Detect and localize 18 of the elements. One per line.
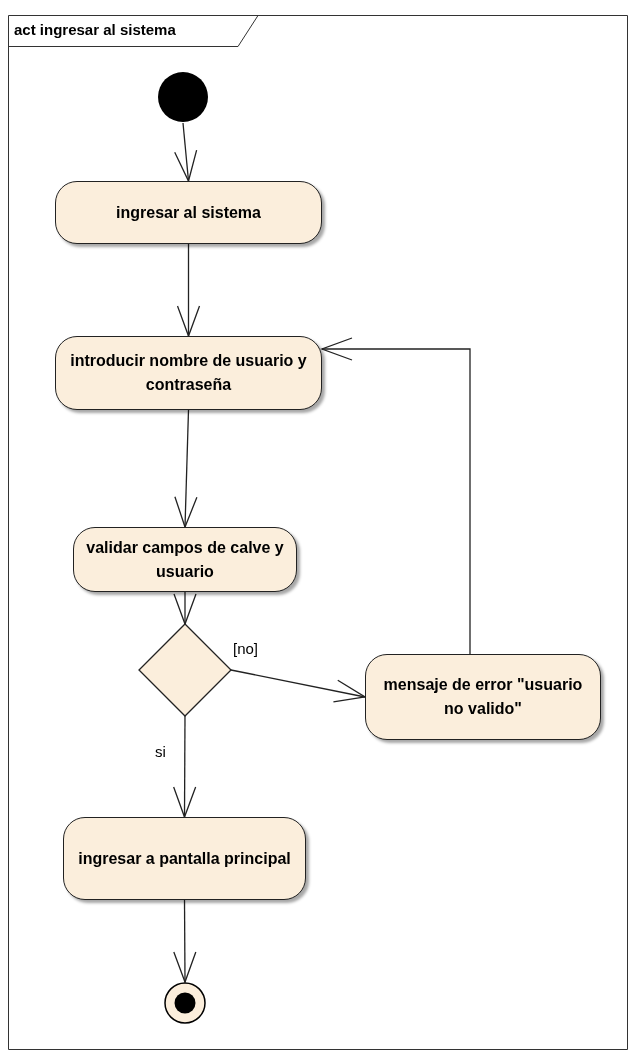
arrow	[173, 899, 197, 983]
arrow	[176, 243, 201, 337]
initial-node	[157, 71, 209, 123]
arrow	[230, 669, 366, 703]
arrow	[174, 409, 198, 528]
arrow	[174, 122, 198, 182]
action-box: ingresar a pantalla principal	[63, 817, 306, 900]
action-box: mensaje de error "usuario no valido"	[365, 654, 601, 740]
arrow	[173, 715, 197, 818]
frame-title: act ingresar al sistema	[14, 21, 176, 38]
arrow	[173, 591, 197, 625]
arrow	[321, 337, 471, 655]
edge-label: [no]	[233, 641, 259, 658]
action-box: validar campos de calve y usuario	[73, 527, 297, 592]
action-box: introducir nombre de usuario y contraseña	[55, 336, 322, 410]
decision-diamond	[139, 624, 231, 716]
action-box: ingresar al sistema	[55, 181, 322, 244]
final-node	[164, 982, 206, 1024]
